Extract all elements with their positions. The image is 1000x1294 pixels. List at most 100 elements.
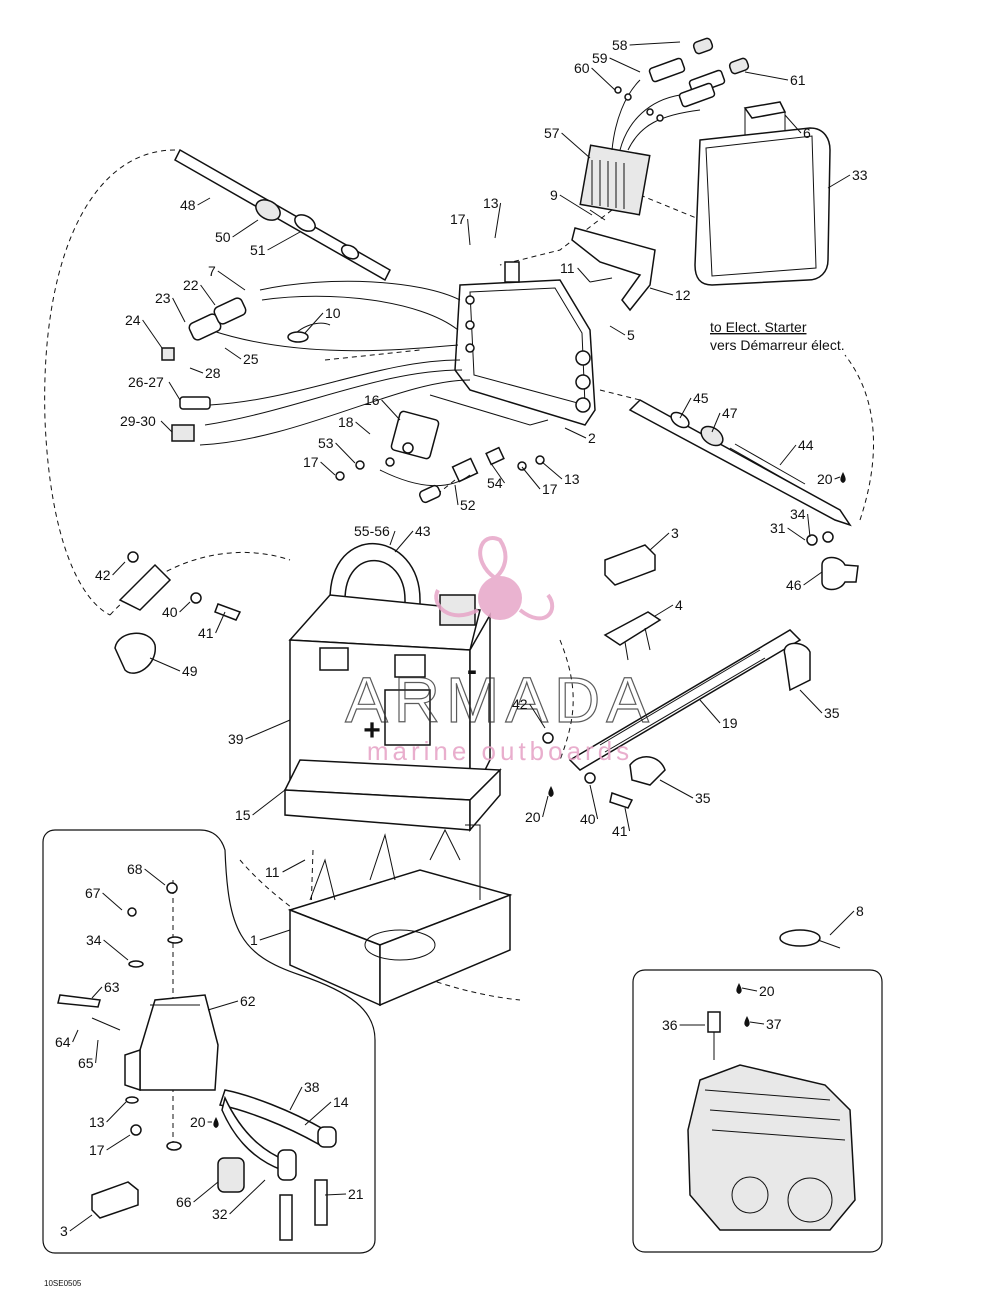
leader-c13c — [106, 1101, 127, 1123]
callout-c43: 43 — [415, 523, 431, 539]
callout-c62: 62 — [240, 993, 256, 1009]
leader-c59 — [609, 57, 641, 73]
leader-c44 — [779, 444, 797, 466]
leader-c2 — [564, 427, 587, 439]
leader-c41b — [624, 807, 631, 832]
leader-c18 — [355, 421, 371, 435]
cable-19 — [542, 629, 811, 809]
leader-c14 — [304, 1101, 332, 1126]
leader-c33 — [827, 174, 851, 189]
callout-c13b: 13 — [564, 471, 580, 487]
callout-c33: 33 — [852, 167, 868, 183]
leader-c11a — [577, 267, 591, 283]
leader-c20a — [834, 476, 841, 480]
callout-c35b: 35 — [695, 790, 711, 806]
callout-c44: 44 — [798, 437, 814, 453]
leader-c66 — [193, 1181, 219, 1203]
callout-c32: 32 — [212, 1206, 228, 1222]
leader-c64 — [72, 1029, 79, 1043]
leader-c48 — [197, 197, 211, 206]
leader-c41a — [215, 611, 226, 634]
leader-c15 — [252, 789, 286, 816]
callout-c35a: 35 — [824, 705, 840, 721]
callout-c2627: 26-27 — [128, 374, 164, 390]
leader-c2627 — [168, 381, 181, 401]
leader-c3b — [69, 1214, 93, 1232]
callout-c15: 15 — [235, 807, 251, 823]
callout-c5: 5 — [627, 327, 635, 343]
callout-c20c: 20 — [759, 983, 775, 999]
leader-c12 — [649, 287, 674, 296]
leader-c57 — [561, 132, 591, 159]
callout-c17b: 17 — [303, 454, 319, 470]
leader-c53 — [335, 442, 356, 464]
callout-c9: 9 — [550, 187, 558, 203]
callout-c50: 50 — [215, 229, 231, 245]
leader-c16 — [381, 399, 401, 421]
leader-c49 — [149, 657, 181, 672]
leader-c47 — [711, 412, 721, 433]
leader-c38 — [289, 1086, 303, 1111]
starter-solenoid — [335, 410, 545, 504]
leader-c21 — [324, 1193, 347, 1196]
wiring-harness — [161, 280, 471, 446]
watermark-tagline: marine outboards — [367, 736, 633, 766]
leader-c34b — [103, 939, 129, 961]
callout-c49: 49 — [182, 663, 198, 679]
leader-lines — [69, 41, 855, 1232]
cable-48 — [174, 148, 391, 282]
leader-c4 — [654, 604, 674, 617]
leader-c62 — [207, 1000, 239, 1011]
leader-c40b — [589, 784, 599, 820]
leader-c9 — [559, 194, 593, 216]
callout-c20b: 20 — [525, 809, 541, 825]
leader-c40a — [179, 601, 191, 613]
leader-c37 — [749, 1021, 765, 1025]
callout-c54: 54 — [487, 475, 503, 491]
drawing-code: 10SE0505 — [44, 1279, 82, 1288]
callout-c21: 21 — [348, 1186, 364, 1202]
callout-c11a: 11 — [560, 260, 575, 276]
fuse-box — [429, 261, 596, 426]
inset-left-parts — [57, 882, 337, 1241]
leader-c10 — [304, 312, 324, 334]
callout-c41a: 41 — [198, 625, 214, 641]
leader-c67 — [102, 892, 123, 911]
callout-c1: 1 — [250, 932, 258, 948]
callout-c36: 36 — [662, 1017, 678, 1033]
callout-c17c: 17 — [542, 481, 558, 497]
callout-c64: 64 — [55, 1034, 71, 1050]
leader-c68 — [144, 868, 166, 886]
leader-c5 — [609, 325, 626, 336]
callout-c40a: 40 — [162, 604, 178, 620]
callout-c66: 66 — [176, 1194, 192, 1210]
cable-tie — [779, 929, 841, 949]
leader-c43 — [394, 530, 414, 553]
callout-c31: 31 — [770, 520, 786, 536]
callout-c67: 67 — [85, 885, 101, 901]
callout-c48: 48 — [180, 197, 196, 213]
leader-c60 — [591, 67, 616, 91]
callout-c51: 51 — [250, 242, 266, 258]
callout-c65: 65 — [78, 1055, 94, 1071]
leader-c28 — [189, 367, 204, 374]
callout-c2: 2 — [588, 430, 596, 446]
callout-c13c: 13 — [89, 1114, 105, 1130]
engine — [687, 1011, 856, 1231]
callout-c8: 8 — [856, 903, 864, 919]
leader-c45 — [679, 397, 692, 419]
callout-c60: 60 — [574, 60, 590, 76]
leader-c3a — [649, 532, 670, 551]
callout-c20a: 20 — [817, 471, 833, 487]
leader-c19 — [699, 699, 721, 724]
callout-c42a: 42 — [95, 567, 111, 583]
inset-right-frame — [632, 969, 883, 1253]
callout-c45: 45 — [693, 390, 709, 406]
callout-c47: 47 — [722, 405, 738, 421]
leader-c25 — [224, 347, 242, 360]
callout-c41b: 41 — [612, 823, 628, 839]
leader-c17c — [521, 466, 541, 490]
leader-c35a — [799, 689, 823, 714]
oil-drop-icon — [213, 472, 846, 1128]
